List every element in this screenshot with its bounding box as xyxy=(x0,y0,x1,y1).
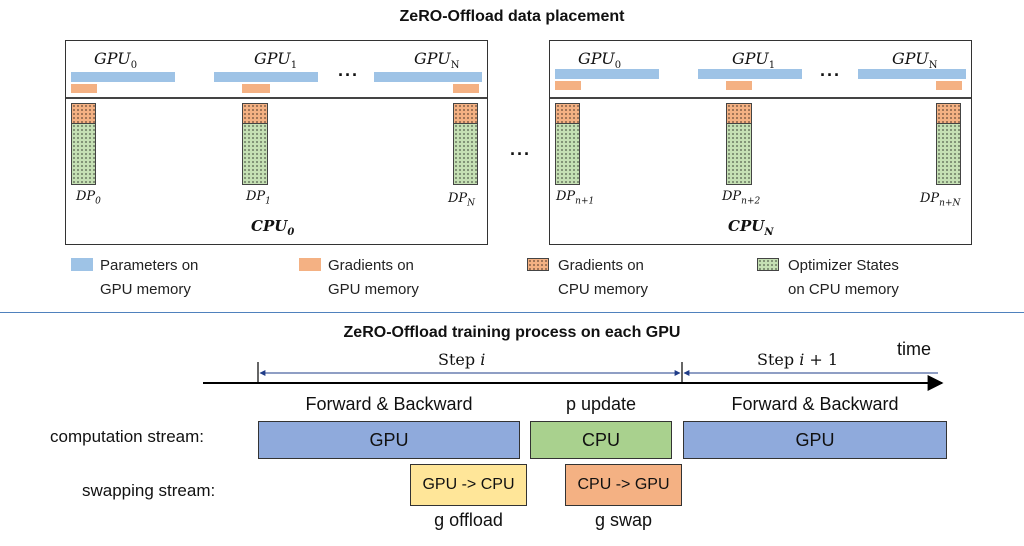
dp-label: DP1 xyxy=(246,189,271,207)
gpu-gradient-bar xyxy=(453,84,479,93)
timeline xyxy=(203,362,944,391)
gpu-label: GPU0 xyxy=(578,49,622,72)
left-panel: GPU0 GPU1 GPUN ··· DP0 DP1 DPN CPU0 xyxy=(65,40,488,245)
gpu-ellipsis: ··· xyxy=(338,65,359,85)
top-title: ZeRO-Offload data placement xyxy=(399,8,625,25)
phase-forward-backward: Forward & Backward xyxy=(305,394,473,414)
optimizer-state-block xyxy=(453,123,478,185)
cpu-update-block: CPU xyxy=(530,421,672,459)
cpu-gradient-block xyxy=(71,103,96,124)
cpu-gradient-block xyxy=(936,103,961,124)
cpu-gradient-block xyxy=(242,103,268,124)
gradient-swap-block: CPU -> GPU xyxy=(565,464,682,506)
panel-divider xyxy=(66,97,487,99)
gpu-gradient-bar xyxy=(936,81,962,90)
legend-swatch-cpu-grad xyxy=(527,258,549,271)
gpu-label: GPU1 xyxy=(732,49,776,72)
step-i-plus-1-label: Step i + 1 xyxy=(757,350,839,369)
optimizer-state-block xyxy=(936,123,961,185)
gpu-ellipsis: ··· xyxy=(820,65,841,85)
cpu-label: CPUN xyxy=(728,217,774,238)
computation-stream-label: computation stream: xyxy=(50,427,205,446)
optimizer-state-block xyxy=(555,123,580,185)
param-bar xyxy=(858,69,966,79)
cpu-label: CPU0 xyxy=(251,217,295,238)
gradient-offload-block: GPU -> CPU xyxy=(410,464,527,506)
cpu-gradient-block xyxy=(726,103,752,124)
param-bar xyxy=(698,69,802,79)
gpu-gradient-bar xyxy=(555,81,581,90)
param-bar xyxy=(374,72,482,82)
cpu-gradient-block xyxy=(555,103,580,124)
bottom-title: ZeRO-Offload training process on each GP… xyxy=(343,324,681,341)
g-offload-caption: g offload xyxy=(434,510,503,530)
gpu-label: GPUN xyxy=(892,49,938,72)
phase-forward-backward: Forward & Backward xyxy=(731,394,899,414)
legend-swatch-optimizer xyxy=(757,258,779,271)
g-swap-caption: g swap xyxy=(594,510,653,530)
dp-label: DPN xyxy=(448,191,476,209)
panel-divider xyxy=(550,97,971,99)
gpu-compute-block: GPU xyxy=(258,421,520,459)
gpu-label: GPU0 xyxy=(94,49,138,72)
legend-swatch-params xyxy=(71,258,93,271)
optimizer-state-block xyxy=(242,123,268,185)
gpu-gradient-bar xyxy=(71,84,97,93)
right-panel: GPU0 GPU1 GPUN ··· DPn+1 DPn+2 DPn+N CPU… xyxy=(549,40,972,245)
param-bar xyxy=(71,72,175,82)
gpu-label: GPUN xyxy=(414,49,460,72)
dp-label: DPn+1 xyxy=(556,189,595,207)
step-i-label: Step i xyxy=(438,350,486,369)
gpu-label: GPU1 xyxy=(254,49,298,72)
optimizer-state-block xyxy=(726,123,752,185)
dp-label: DP0 xyxy=(76,189,101,207)
cpu-gradient-block xyxy=(453,103,478,124)
section-divider xyxy=(0,312,1024,313)
dp-label: DPn+2 xyxy=(722,189,761,207)
gpu-gradient-bar xyxy=(242,84,270,93)
legend-swatch-gpu-grad xyxy=(299,258,321,271)
gpu-compute-block: GPU xyxy=(683,421,947,459)
swapping-stream-label: swapping stream: xyxy=(82,481,216,500)
gpu-gradient-bar xyxy=(726,81,752,90)
optimizer-state-block xyxy=(71,123,96,185)
param-bar xyxy=(214,72,318,82)
phase-p-update: p update xyxy=(565,394,637,414)
param-bar xyxy=(555,69,659,79)
panel-gap-ellipsis: ··· xyxy=(510,144,531,164)
time-label: time xyxy=(897,339,932,359)
dp-label: DPn+N xyxy=(920,191,961,209)
